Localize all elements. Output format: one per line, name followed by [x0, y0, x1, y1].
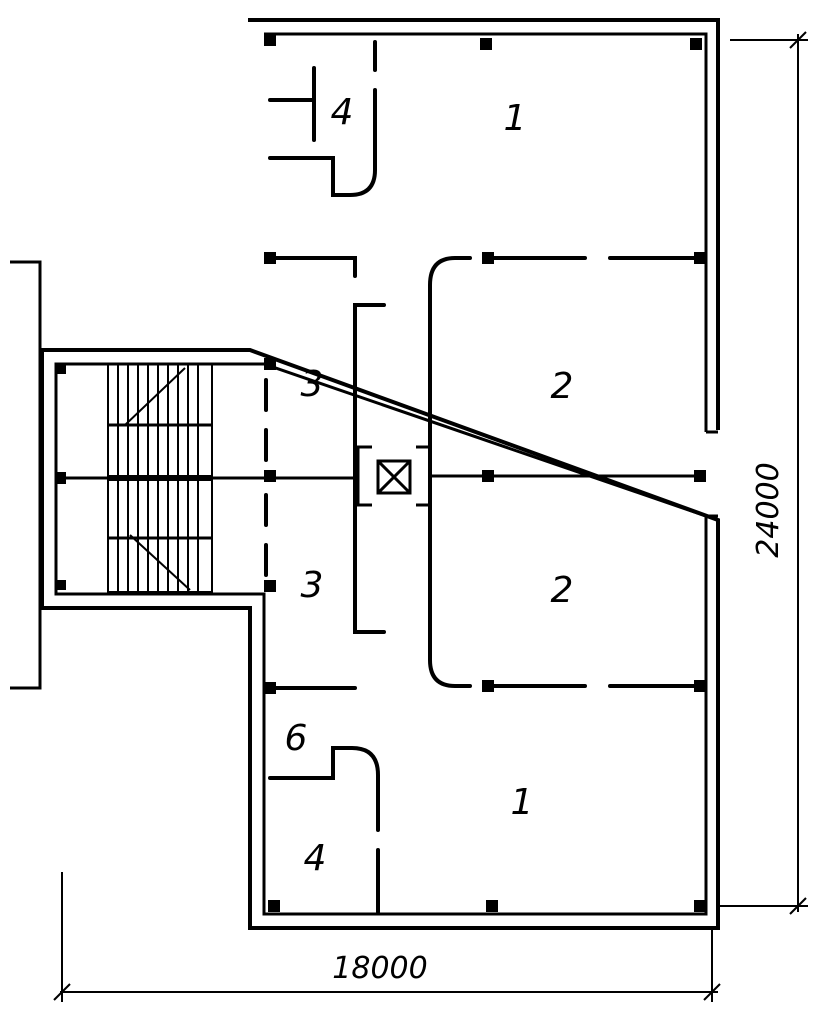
columns — [56, 34, 706, 912]
outer-walls — [40, 18, 720, 930]
room-label-1-top: 1 — [504, 98, 527, 139]
dimension-height: 24000 — [720, 31, 808, 915]
room-label-3-lower: 3 — [301, 565, 324, 606]
column — [694, 680, 706, 692]
column — [264, 252, 276, 264]
column — [56, 364, 66, 374]
dimension-width: 18000 — [53, 872, 721, 1002]
elevator-cross-b — [376, 459, 412, 495]
column — [486, 900, 498, 912]
dimension-width-label: 18000 — [332, 951, 427, 986]
column — [482, 470, 494, 482]
column — [694, 252, 706, 264]
room-label-4-bottom: 4 — [304, 838, 327, 879]
room-label-2-upper: 2 — [551, 366, 574, 407]
column — [482, 680, 494, 692]
room-label-2-lower: 2 — [551, 570, 574, 611]
room-label-1-bottom: 1 — [511, 782, 534, 823]
elevator-bracket-right — [416, 445, 432, 507]
dimension-width-tick-right — [703, 983, 721, 1001]
dimension-height-tick-bottom — [789, 897, 807, 915]
dimension-width-tick-left — [53, 983, 71, 1001]
stair-break-line-lower — [129, 534, 191, 591]
interior-partitions — [264, 40, 702, 914]
column — [56, 580, 66, 590]
stair-break-line-upper — [124, 367, 186, 426]
stair-flight-upper — [107, 363, 213, 477]
elevator-bracket-left — [356, 445, 372, 507]
outer-wall-outer-line — [40, 18, 720, 930]
room-labels: 1 4 2 3 3 2 6 1 4 — [285, 92, 574, 879]
dimension-height-tick-top — [789, 31, 807, 49]
column — [264, 682, 276, 694]
partition-room-2-enclosure — [428, 256, 472, 688]
column — [264, 580, 276, 592]
partition-room-6 — [268, 746, 380, 832]
column — [264, 470, 276, 482]
outer-wall-inner-line — [54, 32, 708, 916]
column — [56, 472, 66, 484]
column — [694, 900, 706, 912]
column — [694, 470, 706, 482]
stair-flight-lower — [107, 479, 213, 593]
elevator-car — [376, 459, 412, 495]
partition-room-4-top — [268, 40, 377, 197]
column — [268, 900, 280, 912]
stair-outer-bracket — [10, 260, 42, 690]
column — [264, 34, 276, 46]
partition-corridor-top — [268, 256, 357, 278]
column — [264, 358, 276, 370]
dimension-height-label: 24000 — [751, 462, 786, 557]
column — [482, 252, 494, 264]
column — [480, 38, 492, 50]
column — [690, 38, 702, 50]
partition-room-3-east — [353, 303, 386, 634]
room-label-3-upper: 3 — [301, 364, 324, 405]
room-label-6: 6 — [285, 718, 308, 759]
room-label-4-top: 4 — [331, 92, 354, 133]
elevator-shaft — [356, 445, 432, 507]
